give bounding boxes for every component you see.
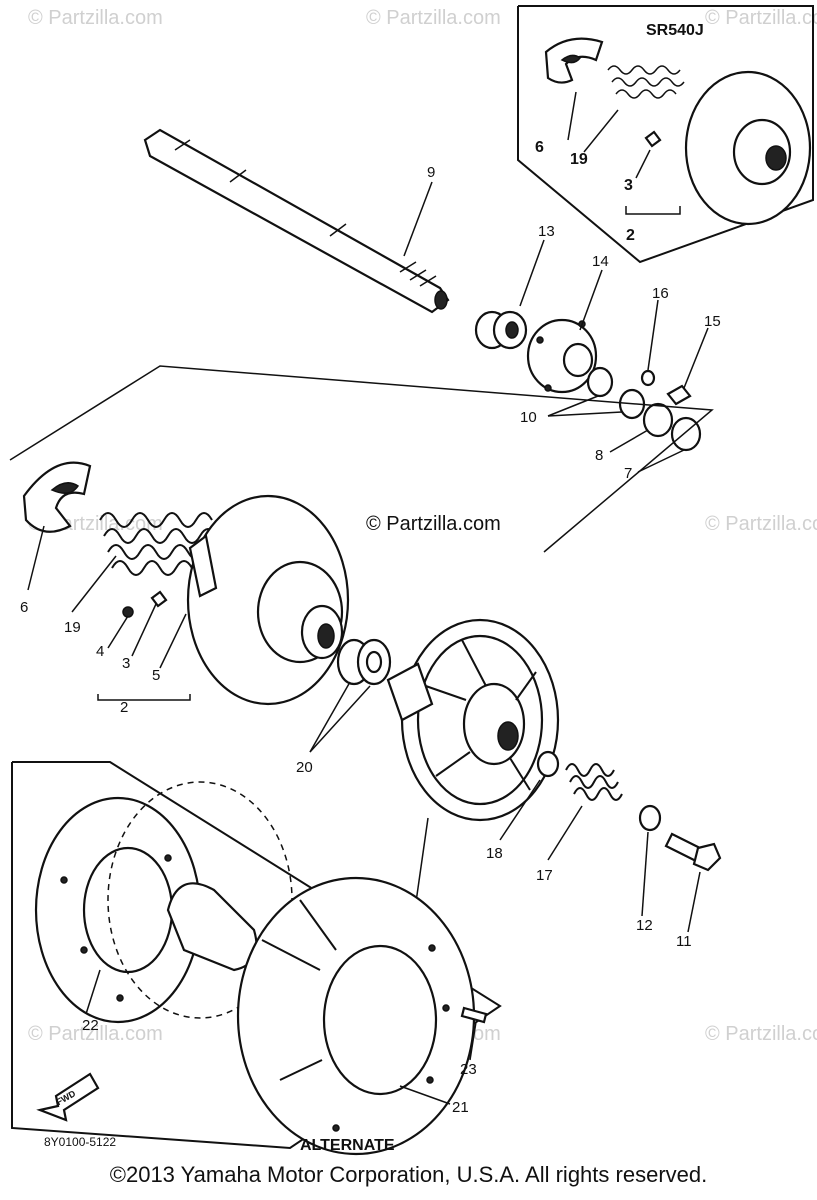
inset-model-label: SR540J (646, 22, 704, 39)
housing-part (526, 318, 598, 394)
callout-12: 12 (636, 917, 653, 934)
callout-21: 21 (452, 1099, 469, 1116)
collar-part (536, 750, 560, 778)
callout-9: 9 (427, 164, 435, 181)
fixed-sheave (386, 618, 560, 822)
washer-part (586, 366, 614, 398)
callout-17: 17 (536, 867, 553, 884)
bolt-part (664, 832, 722, 872)
washer-part (638, 804, 662, 832)
callout-18: 18 (486, 845, 503, 862)
alternate-inset: ALTERNATE (11, 761, 502, 1156)
callout-16: 16 (652, 285, 669, 302)
callout-13: 13 (538, 223, 555, 240)
callout-10: 10 (520, 409, 537, 426)
callout-inset-3: 3 (624, 177, 633, 194)
cam-slot (50, 482, 80, 494)
cam-part (22, 461, 92, 533)
inset-weight (644, 130, 662, 148)
callout-8: 8 (595, 447, 603, 464)
spring-part (99, 512, 217, 576)
callout-6: 6 (20, 599, 28, 616)
drawing-code: 8Y0100-5122 (44, 1135, 116, 1149)
spacer-hole (365, 650, 383, 674)
callout-inset-6: 6 (535, 139, 544, 156)
watermark: © Partzilla.com (705, 7, 817, 29)
callout-3: 3 (122, 655, 130, 672)
callout-20: 20 (296, 759, 313, 776)
shaft-part (143, 128, 450, 314)
watermark: © Partzilla.com (705, 1023, 817, 1045)
callout-22: 22 (82, 1017, 99, 1034)
callout-5: 5 (152, 667, 160, 684)
callout-inset-19: 19 (570, 151, 588, 168)
cam-slot (560, 54, 582, 64)
watermark: © Partzilla.com (28, 1023, 163, 1045)
weight-part (122, 606, 134, 618)
washer-part (642, 402, 674, 438)
bearing-part (474, 310, 528, 350)
callout-inset-2: 2 (626, 227, 635, 244)
alternate-label: ALTERNATE (300, 1137, 395, 1154)
callout-15: 15 (704, 313, 721, 330)
inset-sheave-bore (765, 145, 787, 171)
forward-arrow-icon: FWD (36, 1072, 100, 1122)
bolt-part (666, 384, 692, 406)
inset-spring (607, 65, 685, 99)
movable-sheave (186, 494, 350, 706)
callout-19: 19 (64, 619, 81, 636)
center-watermark: © Partzilla.com (366, 513, 501, 535)
copyright-notice: ©2013 Yamaha Motor Corporation, U.S.A. A… (109, 1162, 708, 1187)
callout-2: 2 (120, 699, 128, 716)
callout-23: 23 (460, 1061, 477, 1078)
callout-4: 4 (96, 643, 104, 660)
weight-part (150, 590, 168, 608)
small-spring (565, 763, 623, 801)
washer-part (640, 369, 656, 387)
sr540j-inset: SR540J 6 19 3 2 (517, 5, 814, 264)
watermark: © Partzilla.com (28, 7, 163, 29)
watermark: © Partzilla.com (705, 513, 817, 535)
watermark: © Partzilla.com (366, 7, 501, 29)
callout-7: 7 (624, 465, 632, 482)
callout-11: 11 (676, 933, 692, 950)
callout-14: 14 (592, 253, 609, 270)
group-outline (9, 365, 714, 553)
